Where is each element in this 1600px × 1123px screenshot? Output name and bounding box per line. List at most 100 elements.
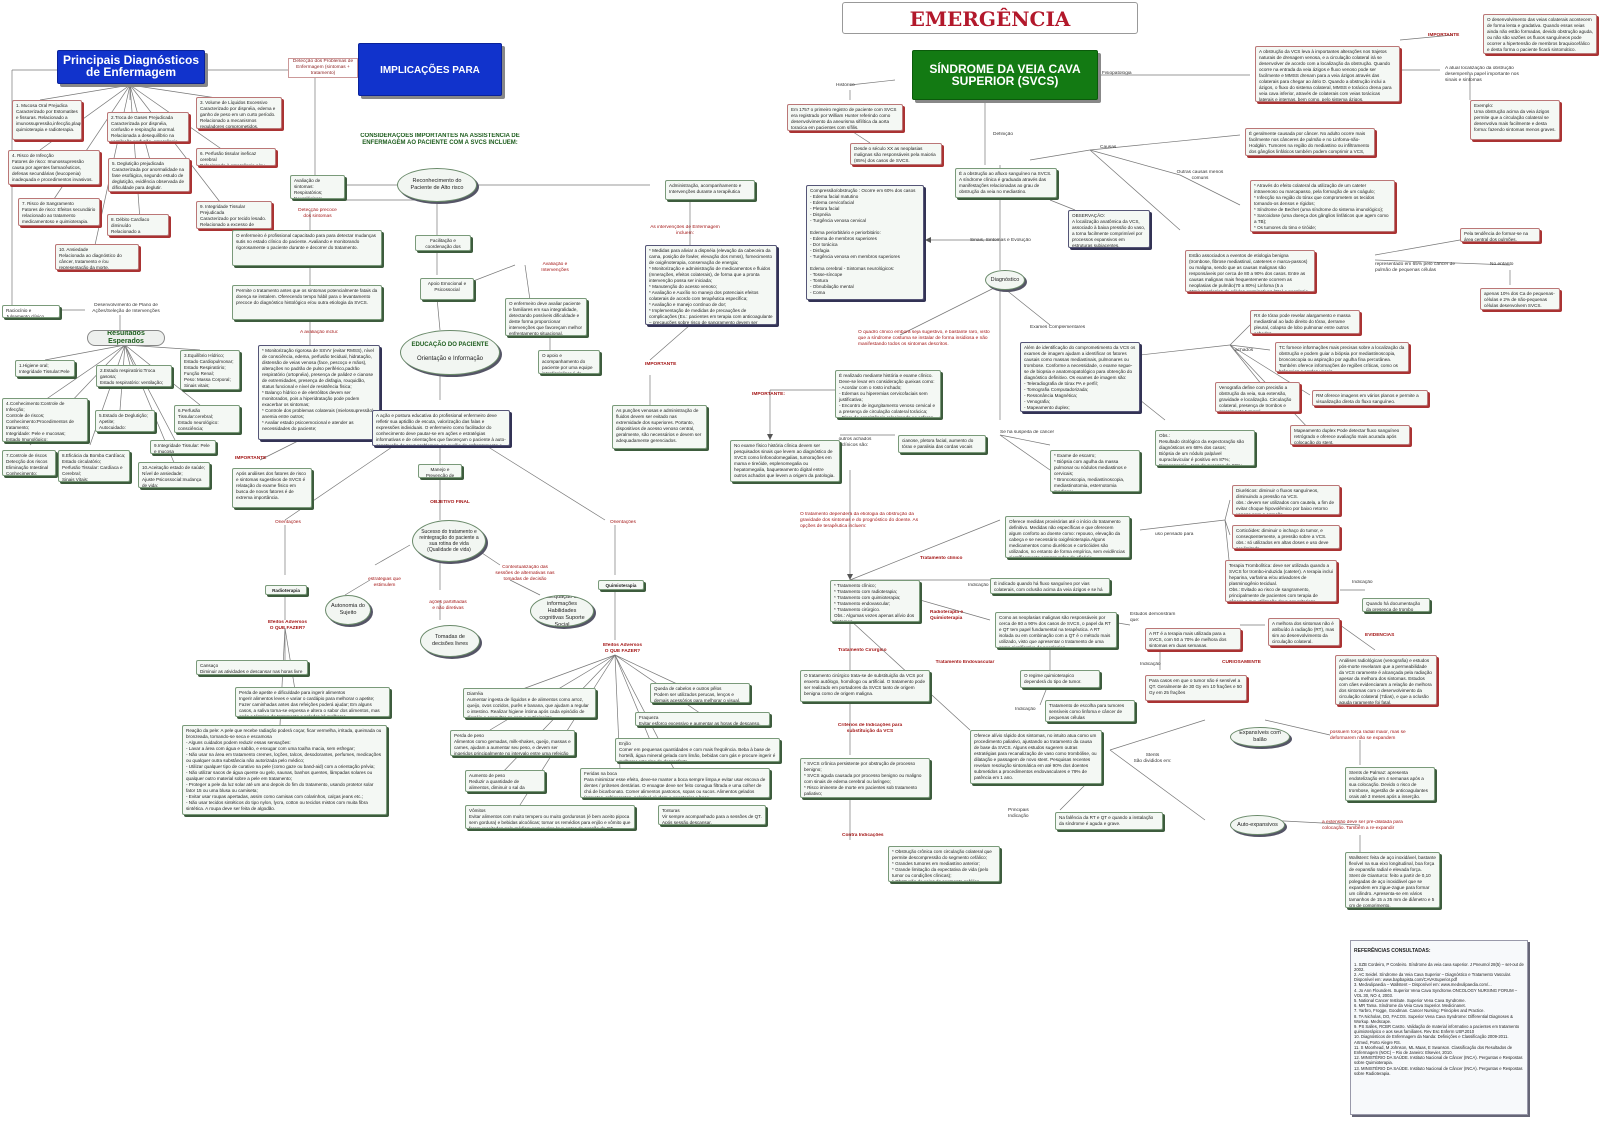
weight-gain-box: Aumento de peso Reduzir a quantidade de … [465,770,545,792]
diagnosis-box: 10. Ansiedade Relacionada ao diagnóstico… [55,244,139,270]
diagnosis-box: 5. Deglutição prejudicada Caracterizada … [108,158,190,192]
cytology-box: Obs.: Resultado citológico da expectoraç… [1155,430,1255,466]
ct-box: TC fornece informações mais precisas sob… [1275,342,1409,372]
endovascular-box: Oferece alívio rápido dos sintomas, no i… [970,730,1102,784]
contraindications-label: Contra Indicações [842,833,884,838]
self-expanding-node: Auto-expansivos [1230,815,1285,835]
chemo-regime-box: O regime quimioterapico dependerá do tip… [1020,670,1100,688]
however-label: No entanto [1490,262,1514,267]
shared-actions-label: ações partilhadas e não diretivas [429,600,467,611]
assessment-includes-label: A avaliação inclui: [300,330,339,335]
physical-exam-box: No exame físico história clínica devem s… [730,440,840,482]
indication-label-4: Indicação [1015,707,1036,712]
small-cell-box: apenas 10% dos Ca de pequenas-células e … [1480,288,1560,310]
diarrhea-box: Diarréia Aumentar ingesta de líquidos e … [463,688,596,718]
diagnosis-box: 6. Perfusão tissular ineficaz cerebral R… [196,148,276,166]
nurse-capacity-box: O enfermeiro é profissional capacitado p… [232,230,382,266]
thrombus-box: Quando há documentação da presença de tr… [1362,598,1430,612]
diagnosis-node: Diagnóstico [985,270,1025,290]
definition-label: Definição [993,132,1013,137]
result-box: 3.Equilíbrio Hídrico; Estado Cardiopulmo… [180,350,240,390]
clinical-treatment-label: Tratamento clínico [920,556,963,561]
adverse-effects-right-label: Efeitos Adversos O QUE FAZER? [602,643,642,654]
fatigue-box: Cansaço Diminuir as atividades e descans… [196,660,308,675]
result-box: 2.Estado respiratório:Troca gasosa; Esta… [96,365,172,387]
action-plan-label: Desenvolvimento de Plano de Ações/Seleçã… [92,303,160,314]
result-box: 9.Integridade Tissular: Pele e mucosa [150,440,216,454]
clinical-reasoning-box: Raciocínio e Julgamento clínico [2,305,60,318]
risk-analysis-box: Após análises dos fatores de risco e sin… [232,468,312,508]
diagnosis-note: O quadro clínico embora seja sugestivo, … [858,330,990,347]
important-label-2: IMPORTANTE [645,362,677,367]
diuretics-box: Diuréticos: diminuir o fluxos sanguíneos… [1232,485,1340,515]
signs-symptoms-label: Sinais, Sintomas e Evolução [970,238,1031,243]
indication-label-3: Indicação [1140,662,1161,667]
therapy-administration-box: Administração, acompanhamento e Interven… [665,180,755,200]
surgical-box: O tratamento cirúrgico trata-se de subst… [800,670,930,702]
central-lung-box: Pela tendência de formar-se na área cent… [1460,228,1540,242]
cyanosis-box: cianose, pletora facial, aumento do tóra… [898,435,986,453]
nursing-diagnoses-header: Principais Diagnósticos de Enfermagem [57,50,205,84]
duplex-mapping-box: Mapeamento duplex Pode detectar fluxo sa… [1290,425,1410,445]
diagnosis-box: 4. Risco de Infecção Fatores de risco: I… [8,150,100,185]
weight-loss-box: Perda de peso Alimentos como gemadas, mi… [450,730,575,756]
observation-box: OBSERVAÇÃO: A localização anatômica da V… [1068,210,1150,248]
diagnosis-box: 7. Risco de Sangramento Fatores de risco… [18,198,100,226]
important-diag-label: IMPORTANTE: [752,392,785,397]
diagnosis-box: 8. Débito Cardíaco diminuído Relacionado… [107,214,169,236]
insensitive-tumor-box: Para casos em que o tumor não é sensível… [1145,675,1247,701]
subject-autonomy-node: Autonomia do Sujeito [325,595,371,625]
used-for-label: uso pensado para [1155,532,1194,537]
references-list: 1. SZB Cordeiro, P Cordeiro. Síndrome da… [1354,961,1524,1076]
mri-box: RM oferece imagens em vários planos e pe… [1312,390,1428,406]
radiotherapy-box: Radioterapia [265,585,307,595]
important-label: IMPORTANTE [235,456,267,461]
result-box: 1.Higiene oral; Integridade Tissular:Pel… [15,360,75,377]
complementary-exams-box: Além de identificação do comprometimento… [1020,342,1140,412]
educational-posture-box: A ação e postura educativa do profission… [372,410,510,446]
vomiting-box: Vômitos Evitar alimentos com muito tempe… [465,805,635,829]
complementary-exams-label: Exames Complementares [1030,325,1086,330]
extension-label: a extensão deve ser pré-dilatada para co… [1322,820,1403,831]
weakness-box: Fraqueza Evitar esforço excessivo e aume… [635,712,770,726]
svcs-header: SÍNDROME DA VEIA CAVA SUPERIOR (SVCS) [912,50,1098,100]
monitoring-box: * Monitorização rigorosa de SSVV (evitar… [258,345,380,440]
chemotherapy-box: Quimioterapia [598,580,644,590]
result-box: 4.Conhecimento:Controle de Infecção; Con… [2,398,88,442]
skin-reaction-box: Reação da pele: A pele que recebe radiaç… [182,725,387,815]
patient-education-node: EDUCAÇÃO DO PACIENTE Orientação e Inform… [400,330,500,375]
malignant-causes-box: Estão associados a eventos de etiologia … [1185,250,1315,292]
obstruction-location-label: A atual localização da obstrução desempe… [1445,66,1519,83]
other-causes-box: * Através do efeito colateral da utiliza… [1250,180,1395,232]
pathophysiology-label: Fisiopatologia [1102,71,1132,76]
example-box: Exemplo: Uma obstrução acima da veia ázi… [1470,100,1560,140]
other-causes-label: Outras causas menos comuns [1176,170,1224,181]
high-risk-recognition-node: Reconhecimento do Paciente de Alto risco [397,168,477,202]
radiological-analysis-box: Análises radiológicas (venografia) e est… [1335,655,1437,705]
contraindications-box: * Obstrução crônica com circulação colat… [888,846,1000,882]
dizziness-box: Tonturas Vir sempre acompanhado para a s… [658,805,766,825]
surgical-treatment-label: Tratamento Cirúrgico [838,648,887,653]
treatment-choice-box: Tratamento de escolha para tumores sensí… [1045,700,1135,722]
improvement-box: A melhora dos sintomas não é atribuído à… [1268,618,1340,646]
history-label: Histórico [836,83,855,88]
orientations-left-label: Orientações [275,520,301,525]
other-findings-label: outros achados clínicos são: [838,437,872,448]
references-title: REFERÊNCIAS CONSULTADAS: [1354,948,1431,955]
criteria-box: * SVCS crônica persistente por obstrução… [800,758,930,798]
information-adequacy-node: Adequação de informações Habilidades cog… [530,595,594,627]
indication-label-1: Indicação [968,583,989,588]
endovascular-label: Tratamento Endovascular [935,660,995,665]
definition-box: É a obstrução ao afluxo sanguíneo na SVC… [955,168,1057,198]
criteria-label: Critérios de Indicações para substituiçã… [837,723,903,734]
hair-loss-box: Queda de cabelos e outros pêlos Podem se… [650,683,750,703]
main-indication-label: Principais Indicação [1008,808,1029,819]
causes-label: Causas [1100,145,1117,150]
page-title: EMERGÊNCIA ONCOLÓGICA [842,2,1138,34]
considerations-heading: CONSIDERAÇÕES IMPORTANTES NA ASSISTÊNCIA… [360,133,520,146]
balloon-expandable-node: Expansíveis com balão [1230,727,1290,747]
final-objective-label: OBJETIVO FINAL [430,500,470,505]
evidence-label: EVIDÊNCIAS [1365,633,1395,638]
exam-coordination-box: Facilitação e coordenação dos exames dia… [415,235,471,251]
corticoids-box: Corticóides: diminuir o inchaço do tumor… [1232,525,1340,549]
